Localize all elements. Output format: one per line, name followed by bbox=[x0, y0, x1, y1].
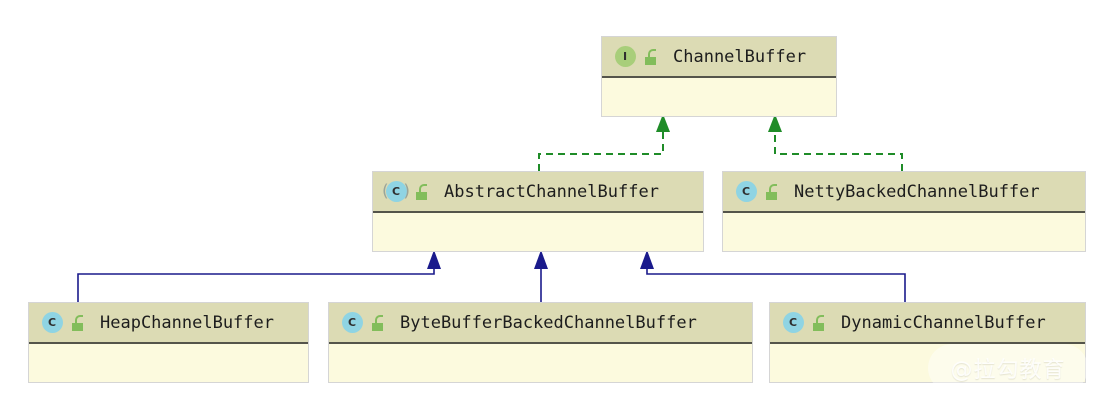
lock-open-icon bbox=[764, 183, 780, 200]
lock-open-icon bbox=[643, 48, 659, 65]
abstract-class-icon-letter: C bbox=[385, 181, 407, 202]
uml-node-members bbox=[29, 344, 308, 382]
watermark: @拉勾教育 bbox=[928, 344, 1088, 392]
uml-node-channel-buffer[interactable]: I ChannelBuffer bbox=[601, 36, 837, 117]
uml-node-heap-channel-buffer[interactable]: C HeapChannelBuffer bbox=[28, 302, 309, 383]
lock-open-icon bbox=[414, 183, 430, 200]
class-icon-letter: C bbox=[41, 312, 63, 333]
lock-open-icon bbox=[811, 314, 827, 331]
uml-node-netty-backed-channel-buffer[interactable]: C NettyBackedChannelBuffer bbox=[722, 171, 1086, 252]
lock-open-icon bbox=[70, 314, 86, 331]
class-icon: C bbox=[782, 312, 804, 334]
uml-node-header: I ChannelBuffer bbox=[602, 37, 836, 78]
uml-node-abstract-channel-buffer[interactable]: ( C ) AbstractChannelBuffer bbox=[372, 171, 704, 252]
uml-node-dynamic-channel-buffer[interactable]: C DynamicChannelBuffer bbox=[769, 302, 1086, 383]
uml-node-header: C ByteBufferBackedChannelBuffer bbox=[329, 303, 752, 344]
uml-node-title: DynamicChannelBuffer bbox=[841, 312, 1046, 333]
uml-node-title: AbstractChannelBuffer bbox=[444, 181, 659, 202]
uml-node-title: ChannelBuffer bbox=[673, 46, 807, 67]
class-icon: C bbox=[735, 181, 757, 203]
uml-node-members bbox=[602, 78, 836, 116]
uml-node-header: C HeapChannelBuffer bbox=[29, 303, 308, 344]
interface-icon-letter: I bbox=[614, 46, 636, 67]
edge-heap-extends-abstract bbox=[77, 250, 441, 302]
class-icon: C bbox=[341, 312, 363, 334]
uml-node-members bbox=[770, 344, 1085, 382]
abstract-paren-left: ( bbox=[382, 181, 389, 201]
uml-node-bytebuffer-backed-channel-buffer[interactable]: C ByteBufferBackedChannelBuffer bbox=[328, 302, 753, 383]
abstract-paren-right: ) bbox=[403, 181, 410, 201]
edge-dynamic-extends-abstract bbox=[640, 250, 906, 302]
uml-node-header: C NettyBackedChannelBuffer bbox=[723, 172, 1085, 213]
edge-abstract-implements-channelbuffer bbox=[538, 114, 670, 171]
class-icon-letter: C bbox=[782, 312, 804, 333]
interface-icon: I bbox=[614, 46, 636, 68]
edge-netty-implements-channelbuffer bbox=[768, 114, 903, 171]
uml-node-members bbox=[723, 213, 1085, 251]
uml-node-title: HeapChannelBuffer bbox=[100, 312, 274, 333]
uml-node-header: ( C ) AbstractChannelBuffer bbox=[373, 172, 703, 213]
uml-node-members bbox=[373, 213, 703, 251]
lock-open-icon bbox=[370, 314, 386, 331]
class-icon-letter: C bbox=[735, 181, 757, 202]
edge-bytebuffer-extends-abstract bbox=[534, 250, 548, 302]
abstract-class-icon: ( C ) bbox=[382, 181, 410, 203]
uml-node-title: NettyBackedChannelBuffer bbox=[794, 181, 1040, 202]
uml-node-header: C DynamicChannelBuffer bbox=[770, 303, 1085, 344]
uml-node-members bbox=[329, 344, 752, 382]
uml-node-title: ByteBufferBackedChannelBuffer bbox=[400, 312, 697, 333]
class-icon-letter: C bbox=[341, 312, 363, 333]
class-icon: C bbox=[41, 312, 63, 334]
